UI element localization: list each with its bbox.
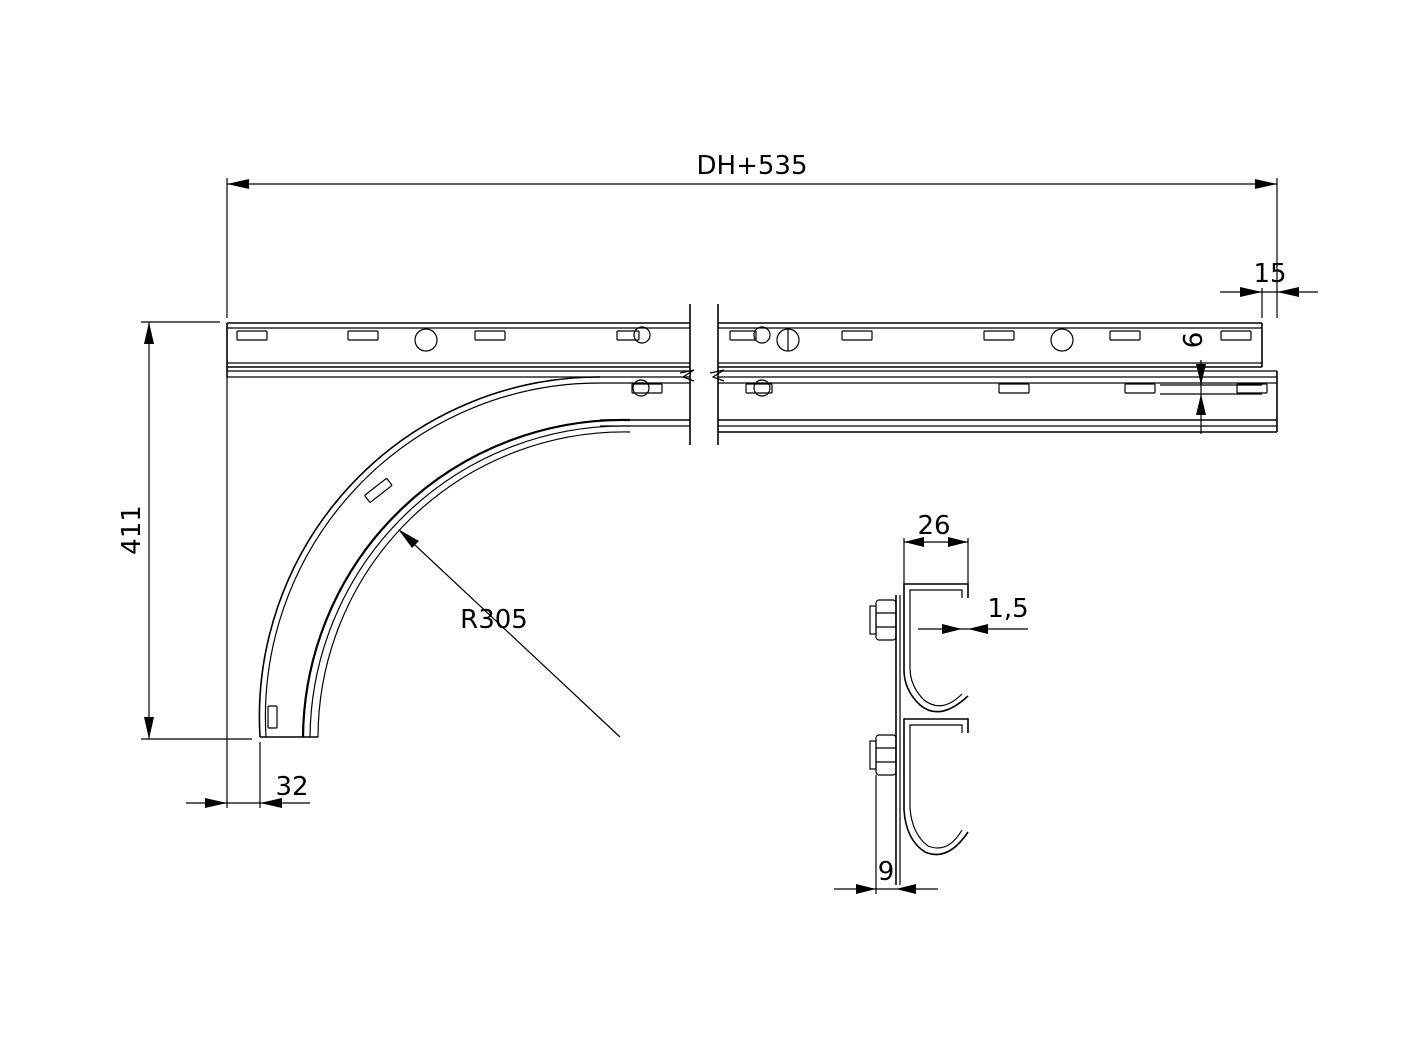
dim-height-label: 411 bbox=[117, 505, 147, 555]
dim-base-width-label: 32 bbox=[275, 772, 308, 802]
dim-height: 411 bbox=[117, 321, 252, 740]
dim-material-thickness-label: 1,5 bbox=[987, 594, 1028, 624]
dim-overall-length: DH+535 bbox=[226, 151, 1278, 318]
bolt-icon bbox=[633, 326, 651, 344]
dim-bolt-offset: 9 bbox=[834, 775, 938, 894]
dim-overall-length-label: DH+535 bbox=[697, 151, 808, 181]
hole-icon bbox=[414, 328, 438, 352]
dim-base-width: 32 bbox=[186, 377, 310, 808]
hex-bolt-icon bbox=[869, 599, 897, 641]
dim-end-offset-label: 15 bbox=[1253, 259, 1286, 289]
dim-material-thickness: 1,5 bbox=[918, 594, 1029, 634]
dim-slot-spacing: 9 bbox=[1160, 332, 1262, 434]
bolt-icon bbox=[753, 326, 771, 344]
dim-end-offset: 15 bbox=[1220, 259, 1318, 318]
dim-profile-width: 26 bbox=[903, 511, 969, 584]
bolt-icon bbox=[632, 379, 650, 397]
dim-profile-width-label: 26 bbox=[917, 511, 950, 541]
top-rail bbox=[226, 322, 1278, 432]
hex-bolt-icon bbox=[869, 734, 897, 776]
dim-slot-spacing-label: 9 bbox=[1176, 332, 1206, 349]
dim-bend-radius-label: R305 bbox=[460, 605, 528, 635]
curved-bend bbox=[258, 376, 631, 738]
dim-bend-radius: R305 bbox=[398, 529, 621, 738]
bolt-icon bbox=[753, 379, 771, 397]
break-lines bbox=[679, 304, 725, 445]
profile-section bbox=[869, 583, 969, 885]
hole-icon bbox=[1050, 328, 1074, 352]
lower-rail bbox=[600, 379, 1277, 433]
dim-bolt-offset-label: 9 bbox=[878, 857, 895, 887]
